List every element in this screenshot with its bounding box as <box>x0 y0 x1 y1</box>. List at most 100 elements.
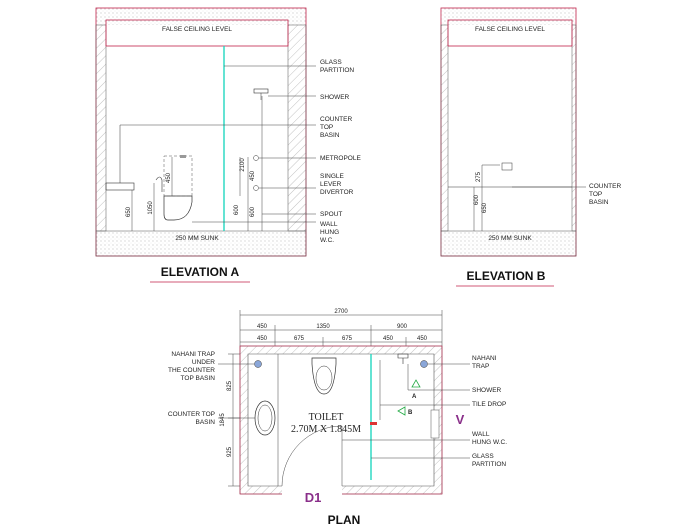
plan-shower <box>397 353 409 364</box>
elev-b-dim-2: 650 <box>482 202 488 213</box>
plan-right-callout-1-line-0: SHOWER <box>472 387 502 394</box>
elev-a-callout-6-line-0: WALL <box>320 221 338 228</box>
plan-dimension-lines <box>228 310 443 487</box>
plan-right-callout-3-line-0: WALL <box>472 431 490 438</box>
elev-b-ceiling-label: FALSE CEILING LEVEL <box>475 26 545 33</box>
plan-left-callout-0-line-2: THE COUNTER <box>168 367 215 374</box>
plan-right-callout-0-line-0: NAHANI <box>472 355 497 362</box>
plan-dim-r2-1: 675 <box>294 336 305 342</box>
elev-a-dim-1: 650 <box>126 206 132 217</box>
plan-dim-left-0: 825 <box>227 380 233 391</box>
plan-left-callout-0-line-0: NAHANI TRAP <box>171 351 215 358</box>
plan-nahani-trap-left <box>254 360 262 368</box>
plan-room-size: 2.70M X 1.845M <box>291 424 361 435</box>
elev-b-right-wall <box>571 24 577 232</box>
plan-title: PLAN <box>328 513 361 525</box>
elev-a-callout-3-line-0: METROPOLE <box>320 155 361 162</box>
elev-a-callout-4-line-0: SINGLE <box>320 173 345 180</box>
elev-a-leaders <box>120 65 316 223</box>
elev-a-callout-0-line-1: PARTITION <box>320 67 354 74</box>
plan-door-swing <box>281 425 343 487</box>
elev-a-dim-5: 2100 <box>240 158 246 172</box>
section-mark-b-icon <box>397 406 406 416</box>
section-mark-b-label: B <box>408 410 413 416</box>
elev-a-counter <box>105 182 135 191</box>
elev-a-left-wall <box>95 24 107 232</box>
elev-a-shower <box>253 88 269 94</box>
elev-b-callout-0-line-0: COUNTER <box>589 183 621 190</box>
elev-a-dimension-lines <box>131 96 263 231</box>
elev-a-callouts: GLASSPARTITIONSHOWERCOUNTERTOPBASINMETRO… <box>320 59 361 244</box>
plan-dim-r2-0: 450 <box>257 336 268 342</box>
plan-tile-drop-mark <box>370 422 377 425</box>
plan-right-callout-2-line-0: TILE DROP <box>472 401 506 408</box>
plan-dim-left-2: 925 <box>227 446 233 457</box>
elevation-a-title: ELEVATION A <box>161 265 240 279</box>
plan-dim-r2-4: 450 <box>417 336 428 342</box>
plan-dim-r2-2: 675 <box>342 336 353 342</box>
elev-a-divertor <box>253 185 259 191</box>
plan-dim-left-1: 1845 <box>220 413 226 427</box>
plan-dim-r1-1: 1350 <box>316 324 330 330</box>
elev-b-floor-label: 250 MM SUNK <box>488 235 532 242</box>
plan-wc <box>311 357 337 395</box>
plan-left-callout-0-line-1: UNDER <box>192 359 215 366</box>
elev-a-floor-label: 250 MM SUNK <box>175 235 219 242</box>
elev-b-floor-slab <box>440 230 577 257</box>
plan-ventilator <box>430 409 440 439</box>
plan-dim-r2-3: 450 <box>383 336 394 342</box>
plan-leaders <box>218 363 470 459</box>
elev-a-callout-2-line-1: TOP <box>320 124 333 131</box>
elev-a-dim-3: 450 <box>166 172 172 183</box>
elev-a-dim-7: 600 <box>250 206 256 217</box>
elev-a-dim-4: 600 <box>234 204 240 215</box>
elev-a-ceiling-label: FALSE CEILING LEVEL <box>162 26 232 33</box>
plan-right-callout-4-line-1: PARTITION <box>472 461 506 468</box>
plan-left-callout-1-line-0: COUNTER TOP <box>168 411 215 418</box>
elev-a-callout-4-line-1: LEVER <box>320 181 342 188</box>
plan-door-opening <box>282 484 342 496</box>
elev-a-callout-5-line-0: SPOUT <box>320 211 342 218</box>
elev-b-dim-1: 275 <box>476 171 482 182</box>
elev-a-false-ceiling <box>105 19 289 47</box>
plan-right-callout-3-line-1: HUNG W.C. <box>472 439 507 446</box>
plan-dim-r1-2: 900 <box>397 324 408 330</box>
elev-a-dim-2: 1050 <box>148 201 154 215</box>
section-mark-a-label: A <box>412 394 417 400</box>
elev-a-callout-2-line-2: BASIN <box>320 132 340 139</box>
plan-left-callout-1-line-1: BASIN <box>195 419 215 426</box>
plan-right-callout-0-line-1: TRAP <box>472 363 489 370</box>
elev-a-floor-slab <box>95 230 307 257</box>
plan-dim-r1-0: 450 <box>257 324 268 330</box>
elev-a-callout-0-line-0: GLASS <box>320 59 342 66</box>
elevation-b: FALSE CEILING LEVEL 250 MM SUNK 275 650 … <box>440 7 621 287</box>
elev-a-dim-6: 450 <box>250 170 256 181</box>
elev-b-false-ceiling <box>447 19 573 47</box>
elev-a-slab <box>96 8 306 25</box>
elev-a-callout-6-line-1: HUNG <box>320 229 339 236</box>
plan: 2700 450 1350 900 450 675 675 450 450 82… <box>168 309 507 525</box>
plan-door-tag: D1 <box>305 490 322 505</box>
elev-b-basin-mixer <box>501 162 513 171</box>
elev-b-dimension-lines <box>473 164 500 231</box>
elevation-b-title: ELEVATION B <box>467 269 546 283</box>
plan-left-callout-0-line-3: TOP BASIN <box>181 375 216 382</box>
elev-a-callout-4-line-2: DIVERTOR <box>320 189 354 196</box>
elev-a-metropole <box>253 155 259 161</box>
elev-b-left-wall <box>440 24 449 232</box>
section-mark-a-icon <box>411 379 421 388</box>
elev-b-outline <box>440 7 577 257</box>
elev-b-callout-0-line-1: TOP <box>589 191 602 198</box>
elev-a-callout-1-line-0: SHOWER <box>320 94 350 101</box>
elev-a-wc <box>163 195 193 221</box>
plan-room-name: TOILET <box>309 412 344 423</box>
elev-a-outline <box>95 7 307 257</box>
elev-b-dim-3: 600 <box>474 194 480 205</box>
elevation-a: FALSE CEILING LEVEL 250 MM SUNK 650 1050… <box>95 7 361 283</box>
plan-ventilator-tag: V <box>456 412 465 427</box>
plan-nahani-trap-right <box>420 360 428 368</box>
elev-b-slab <box>441 8 576 25</box>
